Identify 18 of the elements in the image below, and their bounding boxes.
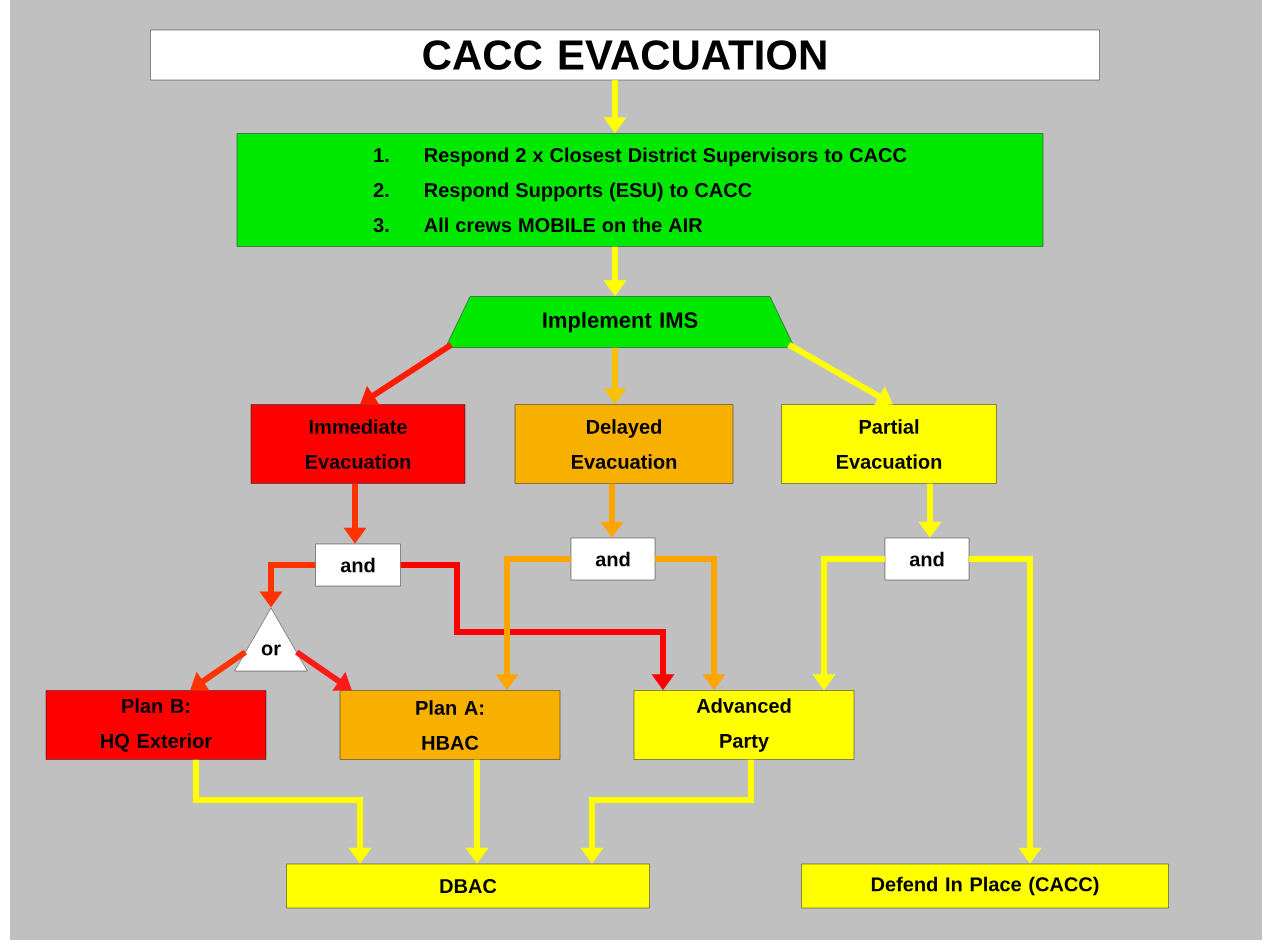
decision-triangle: or xyxy=(234,607,308,672)
process-box: Delayed Evacuation xyxy=(514,404,734,484)
connector-box: and xyxy=(570,537,656,581)
title-box: CACC EVACUATION xyxy=(150,29,1100,81)
process-box: Plan B: HQ Exterior xyxy=(45,690,267,760)
connector-box: and xyxy=(884,537,970,581)
connector-box: and xyxy=(315,543,401,587)
process-box: Advanced Party xyxy=(633,690,855,760)
arrow xyxy=(360,342,453,406)
step-list-box: 1. Respond 2 x Closest District Supervisors to CACC 2. Respond Supports (ESU) to CACC 3. All crews MOBILE on the AIR xyxy=(236,133,1044,247)
arrow xyxy=(295,649,352,691)
process-box: Partial Evacuation xyxy=(781,404,997,484)
process-box: Plan A: HBAC xyxy=(339,690,561,760)
arrow xyxy=(190,649,247,691)
process-trapezoid: Implement IMS xyxy=(445,296,795,348)
process-box: DBAC xyxy=(286,863,650,909)
process-box: Defend In Place (CACC) xyxy=(801,863,1169,909)
process-box: Immediate Evacuation xyxy=(250,404,466,484)
